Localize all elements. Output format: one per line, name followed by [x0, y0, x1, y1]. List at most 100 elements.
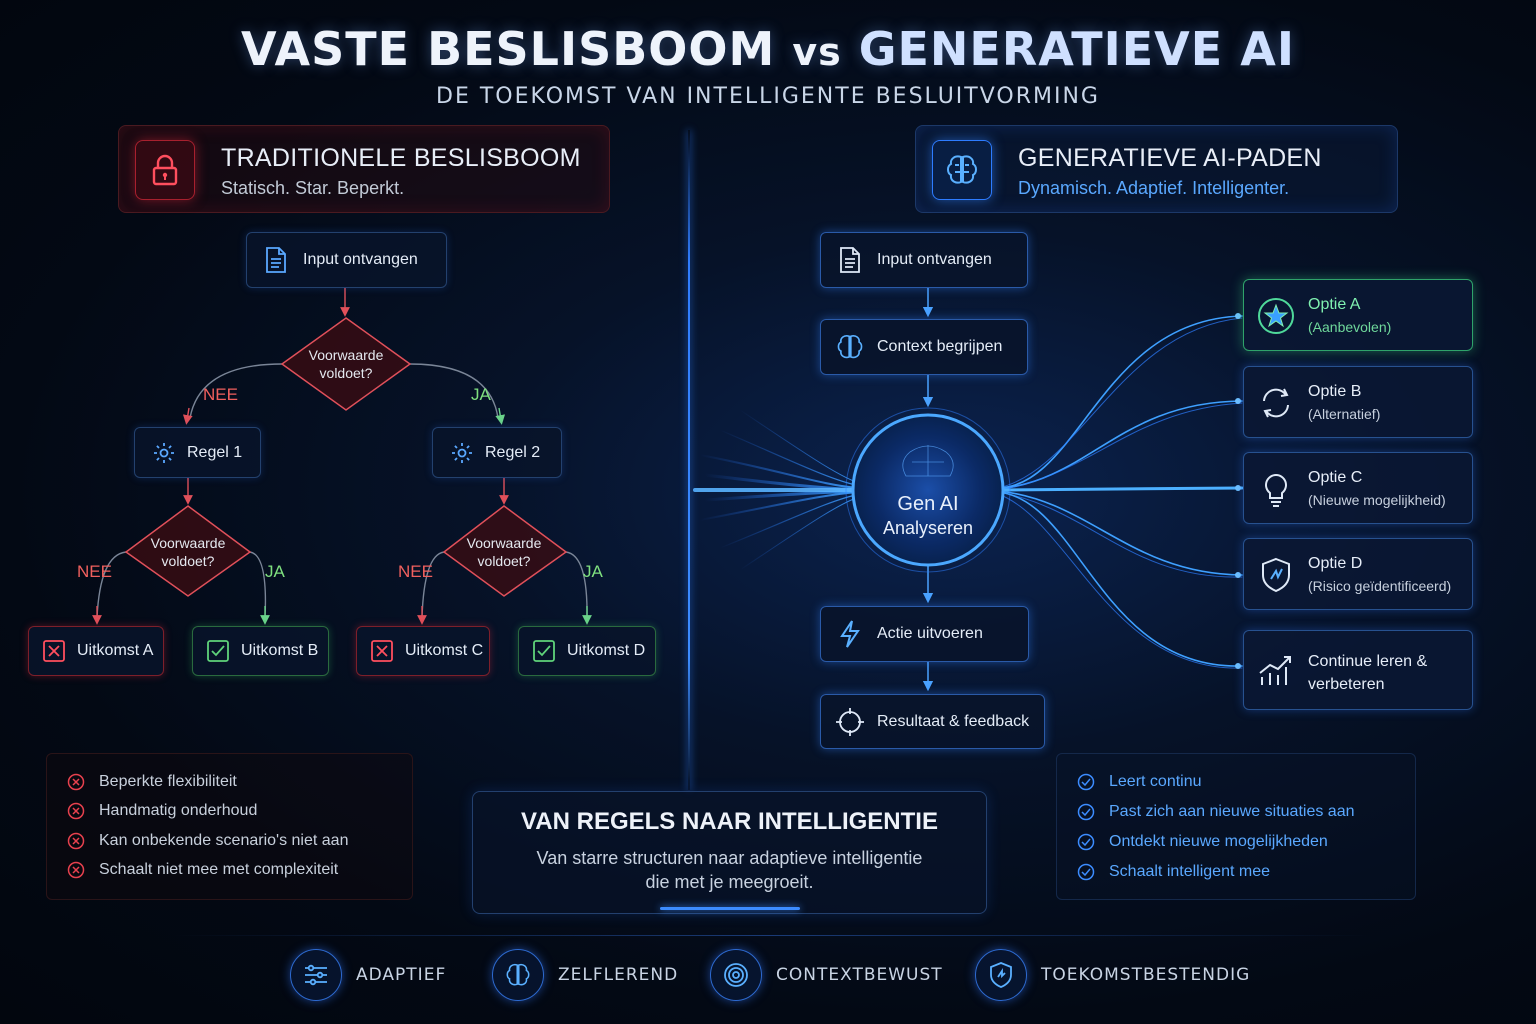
- outcome-c-label: Uitkomst C: [405, 642, 484, 659]
- outcome-a-label: Uitkomst A: [77, 642, 154, 659]
- outcome-c-node: Uitkomst C: [356, 626, 490, 676]
- nee-label-2: NEE: [77, 562, 112, 581]
- drawback-text: Handmatig onderhoud: [99, 802, 258, 819]
- gear-icon: [447, 438, 477, 468]
- check-circle-icon: [1077, 773, 1095, 791]
- title-left: VASTE BESLISBOOM: [241, 22, 776, 76]
- benefit-text: Leert continu: [1109, 773, 1202, 790]
- option-c-card: Optie C (Nieuwe mogelijkheid): [1243, 452, 1473, 524]
- option-d-sub: (Risico geïdentificeerd): [1308, 578, 1452, 594]
- drawback-text: Kan onbekende scenario's niet aan: [99, 832, 349, 849]
- page-subtitle: DE TOEKOMST VAN INTELLIGENTE BESLUITVORM…: [436, 84, 1100, 109]
- condition-diamond-3: [442, 505, 568, 597]
- feature-adaptief: ADAPTIEF: [290, 949, 446, 1001]
- condition-3-label: Voorwaarde voldoet?: [466, 535, 542, 569]
- panel-divider: [688, 130, 690, 790]
- drawback-text: Schaalt niet mee met complexiteit: [99, 861, 339, 878]
- drawback-text: Beperkte flexibiliteit: [99, 773, 237, 790]
- outcome-a-node: Uitkomst A: [28, 626, 164, 676]
- benefits-list: Leert continu Past zich aan nieuwe situa…: [1056, 753, 1416, 900]
- outcome-b-label: Uitkomst B: [241, 642, 319, 659]
- left-input-node: Input ontvangen: [246, 232, 447, 288]
- generative-header: GENERATIEVE AI-PADEN Dynamisch. Adaptief…: [915, 125, 1398, 213]
- option-c-title: Optie C: [1308, 469, 1363, 486]
- benefit-text: Schaalt intelligent mee: [1109, 863, 1270, 880]
- option-d-card: Optie D (Risico geïdentificeerd): [1243, 538, 1473, 610]
- condition-diamond-2: [124, 505, 252, 597]
- feature-label: TOEKOMSTBESTENDIG: [1041, 965, 1251, 985]
- option-b-card: Optie B (Alternatief): [1243, 366, 1473, 438]
- center-subtitle: Van starre structuren naar adaptieve int…: [473, 846, 986, 894]
- check-box-icon: [203, 636, 233, 666]
- cycle-icon: [1256, 383, 1296, 423]
- center-line-2: die met je meegroeit.: [645, 872, 814, 892]
- document-icon: [835, 245, 865, 275]
- feature-label: ADAPTIEF: [356, 965, 447, 985]
- x-circle-icon: [67, 802, 85, 820]
- lightbulb-icon: [1256, 469, 1296, 509]
- lock-icon: [135, 140, 195, 200]
- page-title: VASTE BESLISBOOM vs GENERATIEVE AI: [0, 22, 1536, 76]
- document-icon: [261, 245, 291, 275]
- option-d-title: Optie D: [1308, 555, 1363, 572]
- option-b-sub: (Alternatief): [1308, 406, 1381, 422]
- option-a-card: Optie A (Aanbevolen): [1243, 279, 1473, 351]
- gen-ai-core-label: Gen AI Analyseren: [848, 492, 1008, 540]
- sliders-icon: [290, 949, 342, 1001]
- title-vs: vs: [792, 30, 842, 74]
- rule-1-node: Regel 1: [134, 427, 261, 478]
- condition-diamond-1: [280, 317, 412, 411]
- traditional-title: TRADITIONELE BESLISBOOM: [221, 144, 581, 172]
- outcome-d-node: Uitkomst D: [518, 626, 656, 676]
- target-icon: [710, 949, 762, 1001]
- benefit-item: Past zich aan nieuwe situaties aan: [1077, 803, 1354, 821]
- left-input-label: Input ontvangen: [303, 251, 418, 268]
- action-label: Actie uitvoeren: [877, 625, 983, 642]
- traditional-header: TRADITIONELE BESLISBOOM Statisch. Star. …: [118, 125, 610, 213]
- continuous-learning-card: Continue leren & verbeteren: [1243, 630, 1473, 710]
- gen-ai-label: Gen AI: [897, 493, 959, 515]
- nee-label-1: NEE: [203, 385, 238, 404]
- benefit-text: Past zich aan nieuwe situaties aan: [1109, 803, 1355, 820]
- drawback-item: Schaalt niet mee met complexiteit: [67, 861, 338, 879]
- feature-label: CONTEXTBEWUST: [776, 965, 943, 985]
- check-circle-icon: [1077, 803, 1095, 821]
- growth-chart-icon: [1256, 651, 1296, 691]
- ja-label-2: JA: [265, 562, 285, 581]
- center-accent-bar: [660, 907, 800, 910]
- center-title: VAN REGELS NAAR INTELLIGENTIE: [521, 808, 938, 835]
- drawback-item: Kan onbekende scenario's niet aan: [67, 832, 348, 850]
- feature-zelflerend: ZELFLEREND: [492, 949, 678, 1001]
- shield-icon: [1256, 555, 1296, 595]
- drawback-item: Beperkte flexibiliteit: [67, 773, 237, 791]
- x-circle-icon: [67, 861, 85, 879]
- outcome-d-label: Uitkomst D: [567, 642, 646, 659]
- benefit-item: Ontdekt nieuwe mogelijkheden: [1077, 833, 1328, 851]
- brain-icon: [932, 140, 992, 200]
- drawbacks-list: Beperkte flexibiliteit Handmatig onderho…: [46, 753, 413, 900]
- feature-contextbewust: CONTEXTBEWUST: [710, 949, 943, 1001]
- right-input-node: Input ontvangen: [820, 232, 1028, 288]
- center-message-box: VAN REGELS NAAR INTELLIGENTIE Van starre…: [472, 791, 987, 914]
- gear-icon: [149, 438, 179, 468]
- condition-2-label: Voorwaarde voldoet?: [150, 535, 226, 569]
- rule-2-label: Regel 2: [485, 443, 541, 461]
- ja-label-3: JA: [583, 562, 603, 581]
- rule-1-label: Regel 1: [187, 443, 243, 461]
- option-a-title: Optie A: [1308, 296, 1361, 313]
- x-box-icon: [39, 636, 69, 666]
- benefit-item: Leert continu: [1077, 773, 1202, 791]
- check-circle-icon: [1077, 863, 1095, 881]
- nee-label-3: NEE: [398, 562, 433, 581]
- context-label: Context begrijpen: [877, 338, 1003, 355]
- option-c-sub: (Nieuwe mogelijkheid): [1308, 492, 1446, 508]
- context-node: Context begrijpen: [820, 319, 1028, 375]
- rule-2-node: Regel 2: [432, 427, 562, 478]
- x-circle-icon: [67, 832, 85, 850]
- option-a-sub: (Aanbevolen): [1308, 319, 1392, 335]
- right-input-label: Input ontvangen: [877, 251, 992, 268]
- check-box-icon: [529, 636, 559, 666]
- star-icon: [1256, 296, 1296, 336]
- brain-icon: [835, 332, 865, 362]
